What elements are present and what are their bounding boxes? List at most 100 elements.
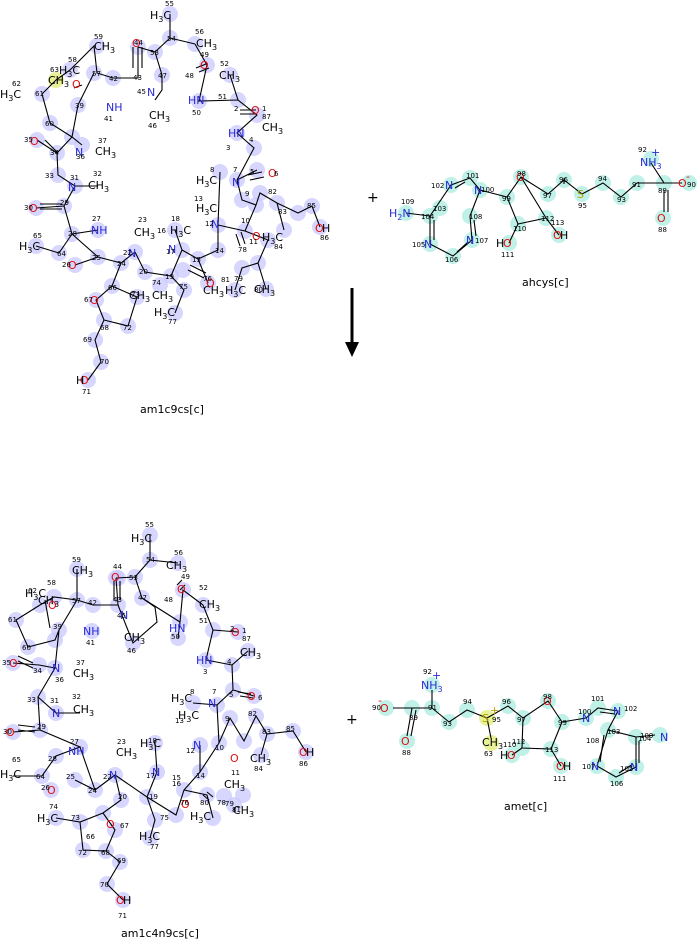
svg-text:O: O [29, 202, 38, 215]
svg-text:CH3: CH3 [88, 179, 109, 194]
svg-text:O: O [116, 894, 125, 907]
svg-text:112: 112 [512, 738, 525, 746]
svg-text:23: 23 [117, 738, 126, 746]
svg-text:+: + [490, 704, 499, 717]
svg-text:O: O [230, 752, 239, 765]
svg-text:12: 12 [205, 220, 214, 228]
svg-text:N: N [168, 243, 176, 256]
svg-text:N: N [232, 176, 240, 189]
svg-text:CH3: CH3 [38, 594, 59, 609]
molecule-ahcys: NH3 + O - O S O N N N N H2N O O H H 92 9… [389, 146, 697, 264]
svg-text:79: 79 [225, 800, 234, 808]
svg-text:80: 80 [254, 286, 263, 294]
svg-text:89: 89 [409, 714, 418, 722]
svg-text:44: 44 [113, 563, 122, 571]
svg-text:99: 99 [502, 195, 511, 203]
svg-text:22: 22 [123, 249, 132, 257]
svg-text:H3C: H3C [171, 692, 192, 707]
svg-text:10: 10 [215, 744, 224, 752]
svg-text:55: 55 [165, 0, 174, 8]
svg-text:86: 86 [320, 234, 329, 242]
svg-text:19: 19 [149, 793, 158, 801]
svg-text:74: 74 [152, 279, 161, 287]
svg-text:H: H [496, 237, 504, 250]
svg-text:58: 58 [47, 579, 56, 587]
svg-text:O: O [503, 237, 512, 250]
svg-text:48: 48 [185, 72, 194, 80]
svg-text:46: 46 [148, 122, 157, 130]
svg-text:82: 82 [248, 710, 257, 718]
svg-text:24: 24 [88, 787, 97, 795]
svg-text:5: 5 [250, 168, 254, 176]
svg-text:67: 67 [84, 296, 93, 304]
svg-text:12: 12 [186, 747, 195, 755]
svg-text:64: 64 [57, 250, 66, 258]
svg-text:H3C: H3C [0, 768, 21, 783]
svg-text:H: H [500, 749, 508, 762]
svg-text:H3C: H3C [140, 737, 161, 752]
atom-numbers-top-left: 55 54 56 53 47 49 44 43 42 57 58 59 62 6… [12, 0, 329, 396]
atom-numbers-bottom-right: 92 91 90 89 88 93 94 95 63 96 97 98 99 1… [372, 668, 653, 788]
svg-text:S: S [577, 188, 584, 201]
svg-text:25: 25 [66, 773, 75, 781]
svg-text:95: 95 [492, 716, 501, 724]
svg-text:O: O [72, 78, 81, 91]
svg-text:N: N [445, 179, 453, 192]
svg-text:47: 47 [158, 72, 167, 80]
atom-numbers-top-right: 92 91 90 89 88 93 94 95 96 97 98 99 100 … [401, 146, 696, 264]
svg-text:2: 2 [234, 105, 238, 113]
svg-text:69: 69 [83, 336, 92, 344]
svg-text:66: 66 [108, 284, 117, 292]
svg-text:100: 100 [578, 708, 591, 716]
svg-text:31: 31 [50, 697, 59, 705]
svg-text:H3C: H3C [154, 306, 175, 321]
svg-text:7: 7 [233, 166, 237, 174]
svg-text:72: 72 [123, 324, 132, 332]
svg-text:51: 51 [199, 617, 208, 625]
svg-text:N: N [660, 731, 668, 744]
svg-text:81: 81 [232, 806, 241, 814]
svg-text:65: 65 [12, 756, 21, 764]
svg-text:20: 20 [118, 793, 127, 801]
svg-text:96: 96 [559, 176, 568, 184]
svg-text:CH3: CH3 [166, 559, 187, 574]
svg-text:54: 54 [146, 556, 155, 564]
svg-text:N: N [52, 662, 60, 675]
svg-text:NH: NH [68, 745, 85, 758]
svg-text:+: + [651, 146, 660, 159]
svg-text:N: N [208, 697, 216, 710]
svg-text:O: O [252, 230, 261, 243]
svg-text:24: 24 [117, 260, 126, 268]
svg-text:17: 17 [146, 772, 155, 780]
svg-text:98: 98 [517, 170, 526, 178]
svg-text:CH3: CH3 [95, 145, 116, 160]
svg-text:62: 62 [12, 80, 21, 88]
svg-text:N: N [193, 739, 201, 752]
svg-text:CH3: CH3 [129, 289, 150, 304]
svg-text:100: 100 [481, 186, 494, 194]
svg-text:82: 82 [268, 188, 277, 196]
atom-labels-top-right: NH3 + O - O S O N N N N H2N O O H H [389, 146, 690, 251]
svg-text:CH3: CH3 [482, 736, 503, 751]
svg-text:39: 39 [75, 102, 84, 110]
svg-text:20: 20 [139, 268, 148, 276]
svg-text:50: 50 [192, 109, 201, 117]
svg-text:H: H [306, 746, 314, 759]
svg-text:70: 70 [100, 881, 109, 889]
svg-text:N: N [613, 705, 621, 718]
svg-text:63: 63 [50, 66, 59, 74]
svg-text:H3C: H3C [150, 9, 171, 24]
svg-text:93: 93 [443, 720, 452, 728]
svg-text:28: 28 [68, 230, 77, 238]
svg-text:CH3: CH3 [134, 226, 155, 241]
svg-text:41: 41 [104, 115, 113, 123]
svg-text:37: 37 [76, 659, 85, 667]
svg-text:N: N [68, 181, 76, 194]
svg-text:78: 78 [238, 246, 247, 254]
svg-text:79: 79 [234, 275, 243, 283]
svg-text:61: 61 [8, 616, 17, 624]
svg-text:73: 73 [71, 814, 80, 822]
svg-text:O: O [380, 702, 389, 715]
svg-text:CH3: CH3 [73, 667, 94, 682]
